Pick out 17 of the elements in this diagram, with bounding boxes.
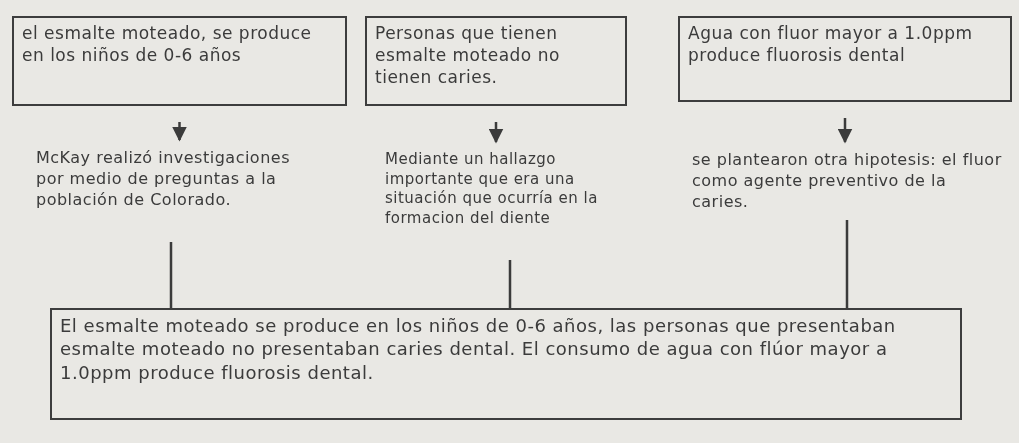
- note-text: Agua con fluor mayor a 1.0ppm produce fluorosis dental: [688, 22, 974, 67]
- text-box: [12, 16, 347, 106]
- text-box: [50, 308, 962, 420]
- text-box: [365, 16, 627, 106]
- connector-line: [169, 242, 173, 308]
- arrow: [837, 118, 853, 144]
- note-text: Mediante un hallazgo importante que era una situación que ocurría en la formacion del diente: [385, 150, 599, 228]
- note-text: Personas que tienen esmalte moteado no tienen caries.: [375, 22, 561, 89]
- arrow: [172, 122, 187, 142]
- connector-line: [508, 260, 512, 308]
- connector-line: [845, 220, 849, 308]
- note-text: McKay realizó investigaciones por medio de preguntas a la población de Colorado.: [36, 148, 291, 211]
- text-box: [678, 16, 1012, 102]
- note-text: se plantearon otra hipotesis: el fluor como agente preventivo de la caries.: [692, 150, 1002, 213]
- note-text: El esmalte moteado se produce en los niños de 0-6 años, las personas que presentaban esmalte moteado no presentaban caries dental. El consumo de agua con flúor mayor a 1.0ppm produce fluorosis dental.: [60, 314, 897, 385]
- arrow: [488, 122, 504, 144]
- note-text: el esmalte moteado, se produce en los niños de 0-6 años: [22, 22, 313, 67]
